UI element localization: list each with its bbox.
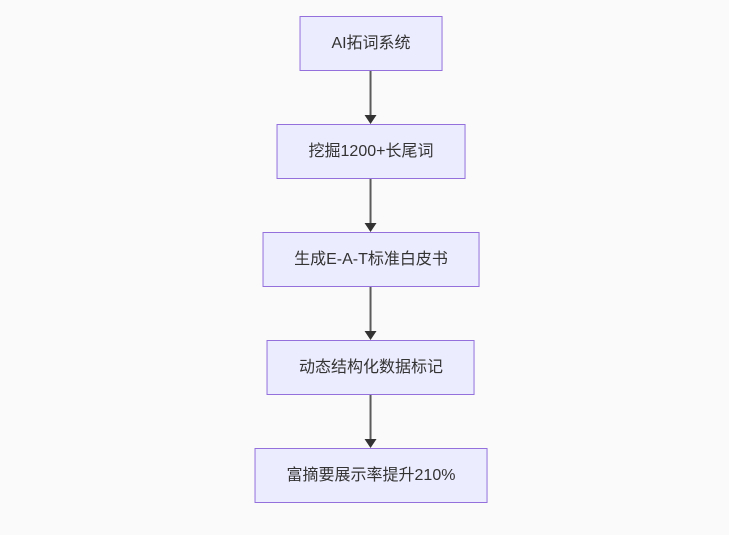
flow-node-label: AI拓词系统: [331, 34, 411, 52]
arrow-head-icon: [365, 115, 377, 124]
flow-node-ai-keyword-system: AI拓词系统: [299, 16, 443, 71]
flow-node-label: 生成E-A-T标准白皮书: [294, 250, 448, 268]
arrow-head-icon: [365, 223, 377, 232]
flow-node-structured-data-markup: 动态结构化数据标记: [266, 340, 475, 395]
arrow-line: [370, 287, 372, 331]
flow-arrow-1: [364, 71, 378, 124]
flow-node-label: 富摘要展示率提升210%: [286, 466, 456, 484]
arrow-line: [370, 179, 372, 223]
arrow-head-icon: [365, 331, 377, 340]
flow-node-label: 挖掘1200+长尾词: [308, 142, 434, 160]
flow-arrow-2: [364, 179, 378, 232]
arrow-line: [370, 71, 372, 115]
flow-arrow-3: [364, 287, 378, 340]
flow-node-eat-whitepaper: 生成E-A-T标准白皮书: [262, 232, 480, 287]
flow-arrow-4: [364, 395, 378, 448]
flowchart: AI拓词系统 挖掘1200+长尾词 生成E-A-T标准白皮书 动态结构化数据标记: [254, 16, 488, 503]
flow-node-rich-snippet-result: 富摘要展示率提升210%: [254, 448, 488, 503]
flow-node-longtail-mining: 挖掘1200+长尾词: [276, 124, 466, 179]
arrow-line: [370, 395, 372, 439]
arrow-head-icon: [365, 439, 377, 448]
flow-node-label: 动态结构化数据标记: [298, 358, 443, 376]
